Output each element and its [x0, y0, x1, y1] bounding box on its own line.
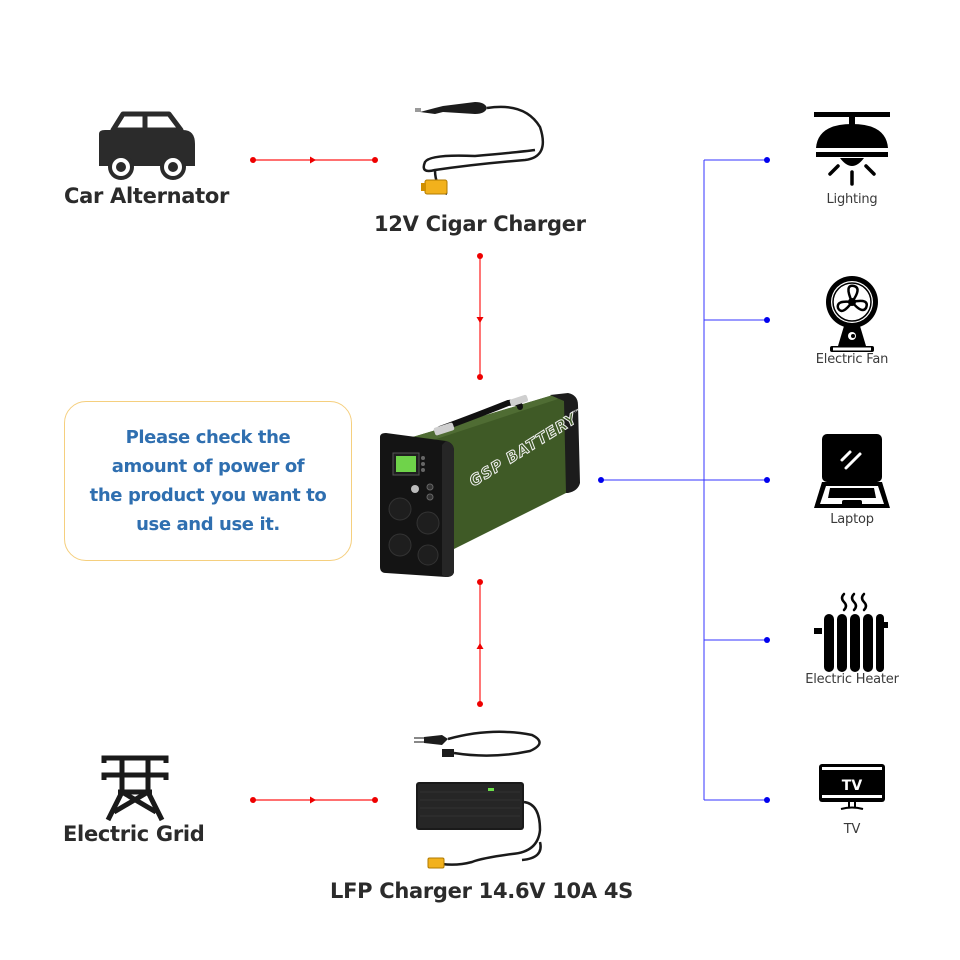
- connector-dot: [477, 701, 483, 707]
- tv-icon: TV: [819, 764, 885, 810]
- charger-label: 12V Cigar Charger: [374, 212, 586, 236]
- note-text: Please check the amount of power of the …: [89, 427, 327, 535]
- radiator-heater-icon: [814, 592, 888, 672]
- connector-dot: [477, 253, 483, 259]
- connector-dot: [250, 797, 256, 803]
- device-label: Electric Fan: [815, 352, 889, 367]
- connector-dot: [372, 157, 378, 163]
- device-tv: TV TV: [792, 762, 912, 852]
- power-cord-image: [414, 730, 541, 757]
- lfp-to-battery-arrow: [476, 579, 484, 707]
- output-dot: [598, 477, 604, 483]
- ceiling-lamp-icon: [814, 112, 890, 186]
- output-bus: [598, 157, 770, 803]
- source-label: Electric Grid: [63, 822, 205, 846]
- arrowhead: [310, 156, 316, 164]
- device-lighting: Lighting: [792, 108, 912, 218]
- connector-dot: [250, 157, 256, 163]
- power-tower-icon: [101, 755, 169, 822]
- arrowhead: [310, 796, 316, 804]
- device-laptop: Laptop: [792, 430, 912, 530]
- source-label: Car Alternator: [64, 184, 230, 208]
- charger-label: LFP Charger 14.6V 10A 4S: [330, 879, 633, 903]
- lfp-charger-image: [416, 782, 542, 869]
- connector-dot: [372, 797, 378, 803]
- tv-screen-text: TV: [842, 778, 863, 794]
- laptop-icon: [814, 434, 890, 508]
- car-icon: [99, 111, 195, 180]
- output-dot: [764, 637, 770, 643]
- source-car-alternator: Car Alternator: [60, 110, 240, 220]
- electric-fan-icon: [826, 276, 878, 352]
- output-dot: [764, 477, 770, 483]
- device-electric-fan: Electric Fan: [792, 272, 912, 372]
- device-label: Lighting: [826, 192, 878, 207]
- cigar-charger-image: [415, 102, 545, 196]
- car-to-cigar-arrow: [250, 156, 378, 164]
- gsp-battery: GSP BATTERY™: [378, 383, 583, 577]
- battery-image: [380, 393, 580, 577]
- cigar-to-battery-arrow: [476, 253, 484, 380]
- arrowhead: [476, 317, 484, 323]
- source-electric-grid: Electric Grid: [60, 750, 240, 850]
- power-check-note: Please check the amount of power of the …: [64, 401, 352, 561]
- arrowhead: [476, 643, 484, 649]
- device-label: Electric Heater: [805, 672, 899, 687]
- device-label: TV: [843, 822, 861, 837]
- output-dot: [764, 157, 770, 163]
- charger-lfp: LFP Charger 14.6V 10A 4S: [320, 725, 650, 915]
- output-dot: [764, 317, 770, 323]
- charger-cigar: 12V Cigar Charger: [370, 80, 600, 240]
- output-dot: [764, 797, 770, 803]
- device-electric-heater: Electric Heater: [792, 588, 912, 698]
- grid-to-lfp-arrow: [250, 796, 378, 804]
- connector-dot: [477, 374, 483, 380]
- connector-dot: [477, 579, 483, 585]
- device-label: Laptop: [830, 512, 874, 527]
